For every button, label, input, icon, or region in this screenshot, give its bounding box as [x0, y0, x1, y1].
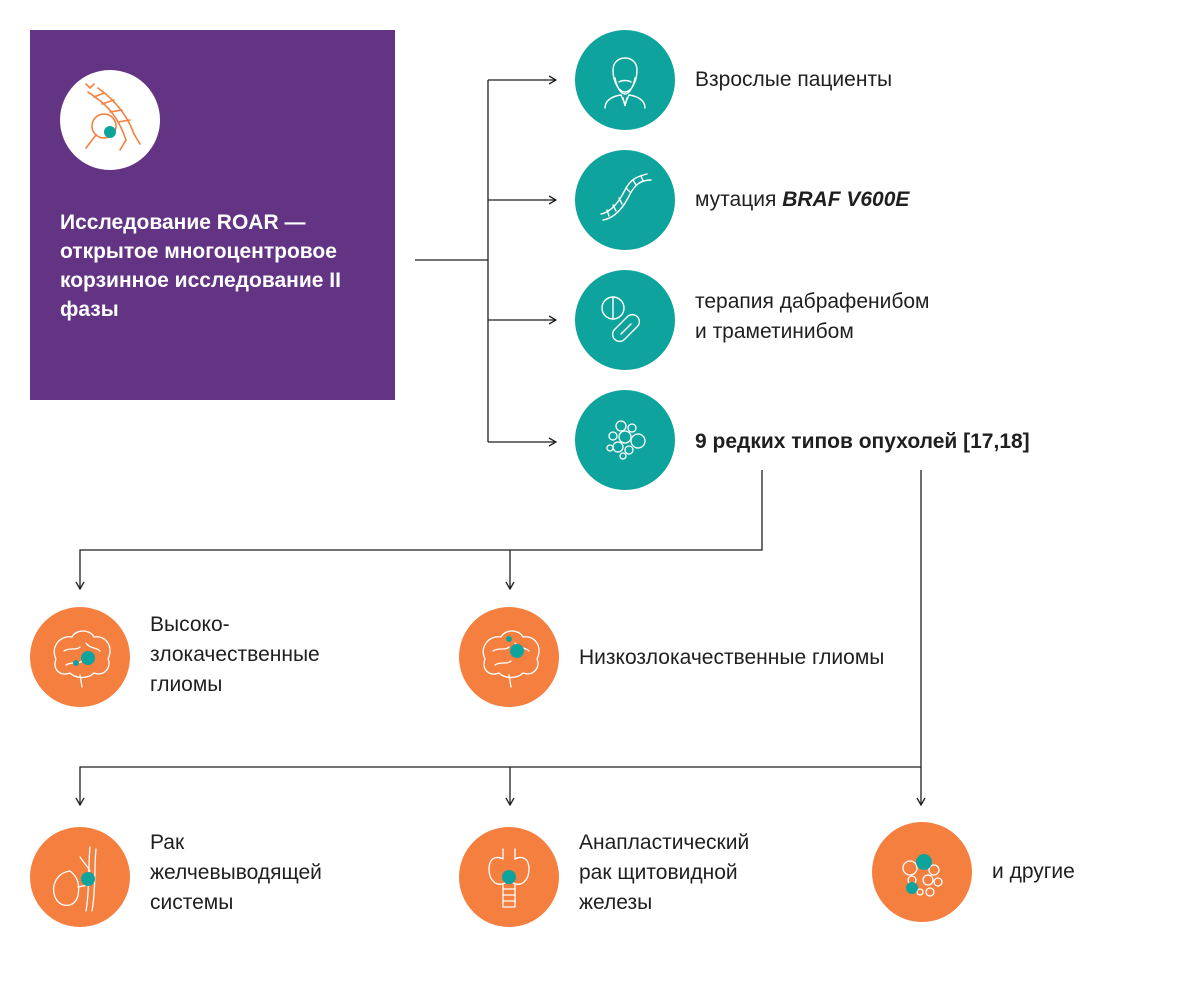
bubbles-icon [575, 390, 675, 490]
brain-tumor-icon [459, 607, 559, 707]
bubbles-icon [872, 822, 972, 922]
brain-tumor-icon [30, 607, 130, 707]
connector-tumors-gliomas [80, 470, 763, 589]
tumor-low-grade-glioma-label: Низкозлокачественные глиомы [579, 646, 885, 669]
biliary-system-icon [30, 827, 130, 927]
dna-helix-icon [575, 150, 675, 250]
study-box: Исследование ROAR — открытое многоцентро… [30, 30, 395, 400]
criterion-therapy-label: терапия дабрафенибом и траметинибом [695, 290, 930, 343]
tumor-high-grade-glioma-label: Высоко- злокачественные глиомы [150, 613, 320, 696]
connector-others-horizontal [80, 766, 921, 805]
criterion-adult-label: Взрослые пациенты [695, 68, 893, 91]
adult-patient-icon [575, 30, 675, 130]
criterion-tumor-types-label: 9 редких типов опухолей [17,18] [695, 430, 1030, 453]
study-title: Исследование ROAR — открытое многоцентро… [60, 211, 341, 321]
dna-magnifier-icon [60, 70, 160, 170]
pills-icon [575, 270, 675, 370]
tumor-thyroid-label: Анапластический рак щитовидной железы [579, 831, 750, 914]
criterion-braf-label: мутация BRAF V600E [695, 188, 910, 211]
thyroid-icon [459, 827, 559, 927]
tumor-biliary-label: Рак желчевыводящей системы [150, 831, 322, 914]
braf-mutation-emphasis: BRAF V600E [782, 188, 910, 211]
tumor-others-label: и другие [992, 860, 1075, 883]
